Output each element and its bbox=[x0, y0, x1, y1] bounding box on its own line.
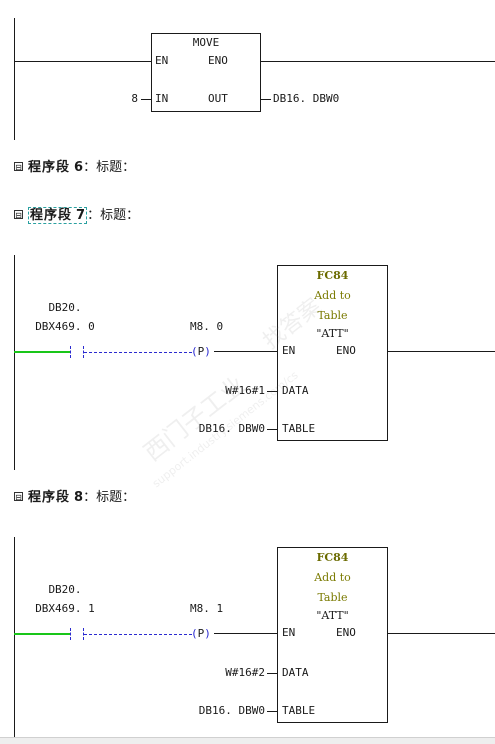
table-value[interactable]: DB16. DBW0 bbox=[198, 422, 265, 435]
power-flow-wire bbox=[14, 633, 70, 635]
power-rail bbox=[14, 537, 15, 737]
en-pin-label: EN bbox=[282, 344, 296, 357]
power-rail bbox=[14, 18, 15, 140]
watermark-text: 西门子工业 bbox=[138, 370, 251, 467]
segment-name: 程序段 bbox=[28, 160, 71, 175]
en-pin-label: EN bbox=[155, 54, 169, 67]
expand-icon[interactable]: ⊟ bbox=[14, 492, 23, 502]
data-value[interactable]: W#16#1 bbox=[225, 384, 265, 397]
eno-pin-label: ENO bbox=[336, 344, 356, 357]
normally-open-contact[interactable] bbox=[70, 628, 84, 640]
edge-address: M8. 0 bbox=[190, 320, 224, 333]
move-block-title: MOVE bbox=[192, 36, 220, 49]
block-name-line1: Add to bbox=[314, 571, 351, 584]
contact-address-line1: DB20. bbox=[48, 583, 82, 596]
eno-pin-label: ENO bbox=[208, 54, 228, 67]
table-pin-label: TABLE bbox=[282, 704, 316, 717]
block-name-line2: Table bbox=[317, 309, 348, 322]
fc-number: FC84 bbox=[316, 269, 349, 282]
segment-number: 6 bbox=[74, 160, 84, 175]
en-wire bbox=[214, 633, 278, 634]
normally-open-contact[interactable] bbox=[70, 346, 84, 358]
eno-wire bbox=[261, 61, 495, 62]
eno-pin-label: ENO bbox=[336, 626, 356, 639]
edge-symbol: P bbox=[197, 345, 205, 358]
edge-symbol: P bbox=[197, 627, 205, 640]
positive-edge-coil[interactable]: (P) bbox=[191, 345, 211, 358]
contact-address-line2: DBX469. 1 bbox=[35, 602, 95, 615]
fc84-block[interactable] bbox=[277, 547, 388, 723]
power-flow-wire bbox=[14, 351, 70, 353]
data-pin-label: DATA bbox=[282, 666, 309, 679]
in-pin-label: IN bbox=[155, 92, 169, 105]
fc-number: FC84 bbox=[316, 551, 349, 564]
segment-separator: ： bbox=[83, 490, 97, 505]
eno-wire bbox=[388, 351, 495, 352]
fc84-block[interactable] bbox=[277, 265, 388, 441]
data-pin-label: DATA bbox=[282, 384, 309, 397]
segment-separator: ： bbox=[87, 208, 101, 223]
segment-title-label: 标题： bbox=[96, 490, 136, 505]
segment-separator: ： bbox=[83, 160, 97, 175]
table-pin-label: TABLE bbox=[282, 422, 316, 435]
segment-name: 程序段 bbox=[28, 490, 71, 505]
edge-address: M8. 1 bbox=[190, 602, 224, 615]
block-name-line2: Table bbox=[317, 591, 348, 604]
move-block[interactable] bbox=[151, 33, 261, 112]
segment-number: 8 bbox=[74, 490, 84, 505]
eno-wire bbox=[388, 633, 495, 634]
expand-icon[interactable]: ⊟ bbox=[14, 162, 23, 172]
dashed-link bbox=[84, 352, 192, 353]
positive-edge-coil[interactable]: (P) bbox=[191, 627, 211, 640]
dashed-link bbox=[84, 634, 192, 635]
horizontal-scrollbar[interactable] bbox=[0, 737, 495, 744]
contact-address-line1: DB20. bbox=[48, 301, 82, 314]
block-name-line1: Add to bbox=[314, 289, 351, 302]
segment-title-label: 标题： bbox=[100, 208, 140, 223]
en-pin-label: EN bbox=[282, 626, 296, 639]
block-symbol: "ATT" bbox=[316, 327, 349, 340]
segment-number: 7 bbox=[76, 208, 86, 223]
table-value[interactable]: DB16. DBW0 bbox=[198, 704, 265, 717]
out-wire bbox=[261, 99, 271, 100]
table-wire bbox=[267, 429, 278, 430]
block-symbol: "ATT" bbox=[316, 609, 349, 622]
data-value[interactable]: W#16#2 bbox=[225, 666, 265, 679]
segment-name: 程序段 bbox=[30, 208, 73, 223]
in-wire bbox=[141, 99, 151, 100]
contact-address-line2: DBX469. 0 bbox=[35, 320, 95, 333]
data-wire bbox=[267, 391, 278, 392]
power-rail bbox=[14, 255, 15, 470]
rung-wire bbox=[14, 61, 152, 62]
in-value[interactable]: 8 bbox=[131, 92, 138, 105]
out-value[interactable]: DB16. DBW0 bbox=[273, 92, 340, 105]
expand-icon[interactable]: ⊟ bbox=[14, 210, 23, 220]
segment-title-label: 标题： bbox=[96, 160, 136, 175]
table-wire bbox=[267, 711, 278, 712]
out-pin-label: OUT bbox=[208, 92, 228, 105]
en-wire bbox=[214, 351, 278, 352]
data-wire bbox=[267, 673, 278, 674]
